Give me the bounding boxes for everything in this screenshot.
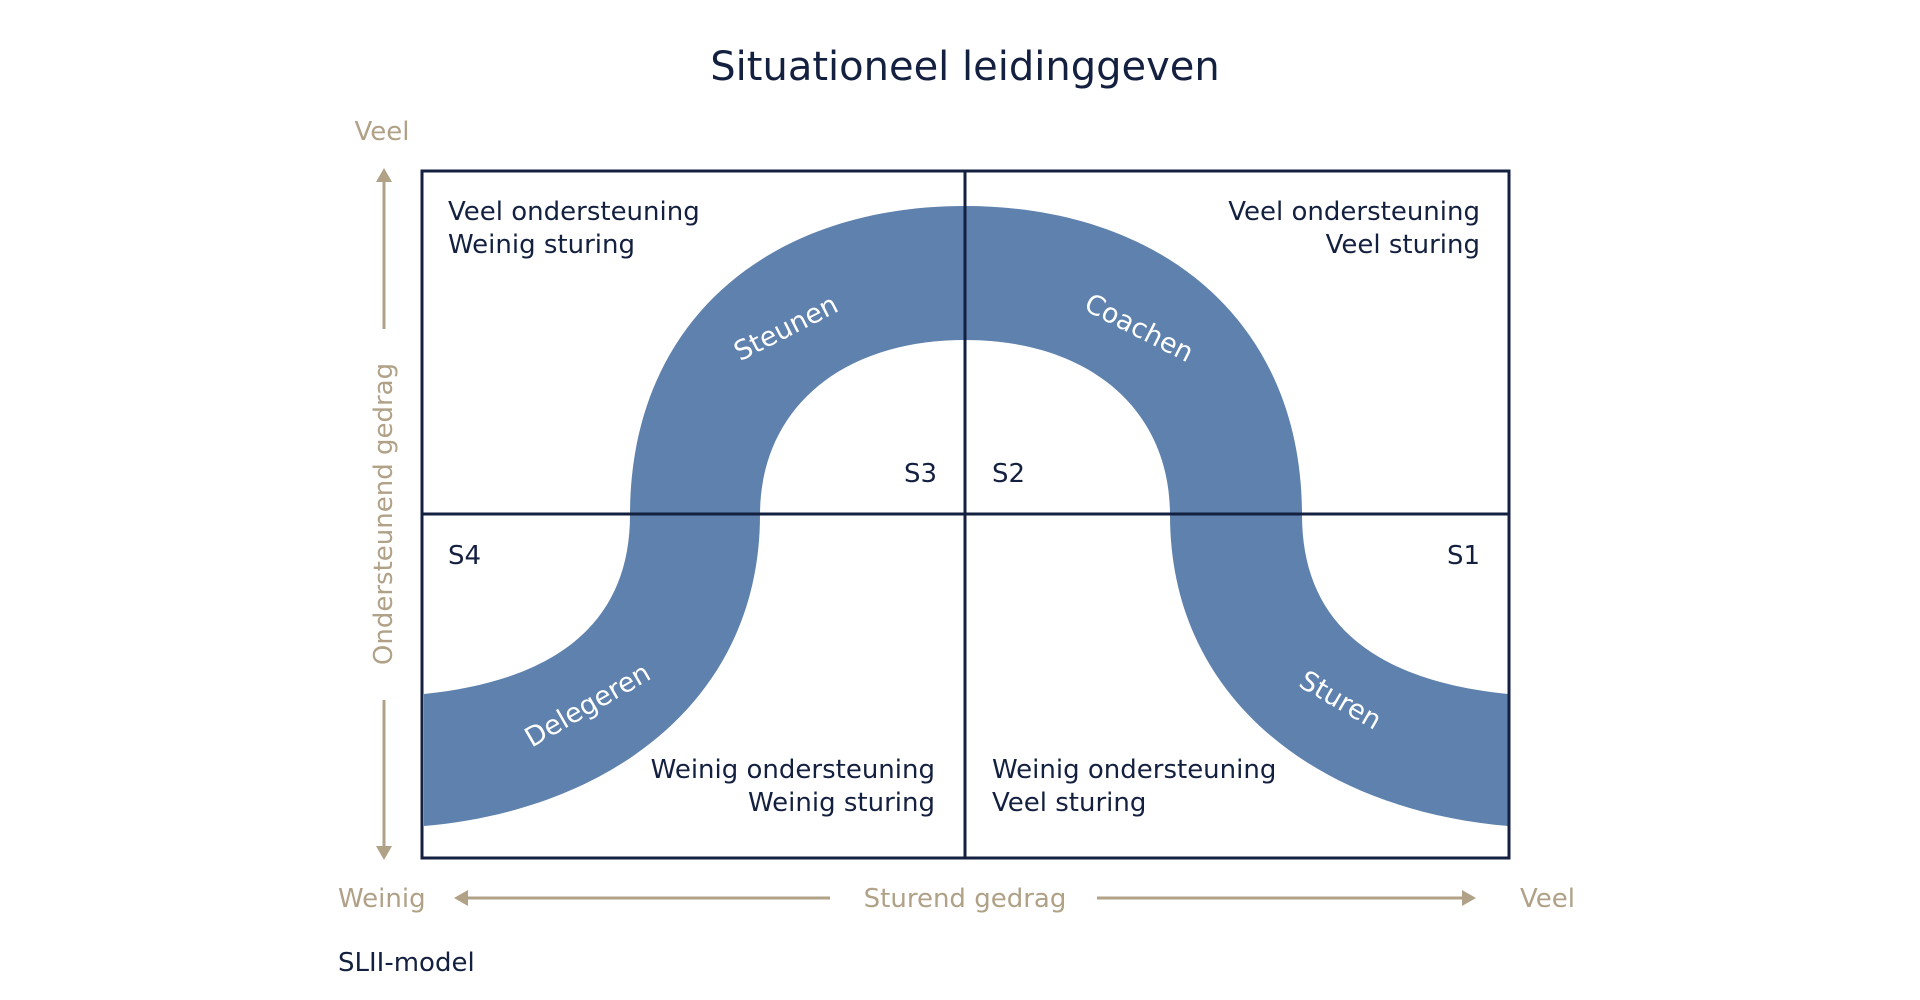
leadership-curve-band [424, 206, 1508, 826]
arrow-down-icon [376, 846, 392, 860]
y-axis-top-label: Veel [355, 117, 410, 147]
x-axis-label: Sturend gedrag [864, 884, 1067, 914]
stage-label-s1: S1 [1447, 541, 1480, 571]
stage-label-s4: S4 [448, 541, 481, 571]
arrow-right-icon [1462, 890, 1476, 906]
model-caption: SLII-model [338, 948, 475, 978]
x-axis-left-label: Weinig [338, 884, 426, 914]
diagram-title: Situationeel leidinggeven [710, 44, 1219, 90]
arrow-left-icon [454, 890, 468, 906]
quadrant-bottom-left-line1: Weinig ondersteuning [651, 755, 935, 785]
x-axis-right-label: Veel [1520, 884, 1575, 914]
quadrant-top-right-line1: Veel ondersteuning [1228, 197, 1480, 227]
y-axis-label: Ondersteunend gedrag [369, 363, 399, 665]
stage-label-s2: S2 [992, 459, 1025, 489]
quadrant-top-left-line2: Weinig sturing [448, 230, 635, 260]
quadrant-top-right-line2: Veel sturing [1326, 230, 1480, 260]
arrow-up-icon [376, 168, 392, 182]
quadrant-bottom-right-line2: Veel sturing [992, 788, 1146, 818]
quadrant-bottom-right-line1: Weinig ondersteuning [992, 755, 1276, 785]
quadrant-top-left-line1: Veel ondersteuning [448, 197, 700, 227]
quadrant-bottom-left-line2: Weinig sturing [748, 788, 935, 818]
stage-label-s3: S3 [904, 459, 937, 489]
